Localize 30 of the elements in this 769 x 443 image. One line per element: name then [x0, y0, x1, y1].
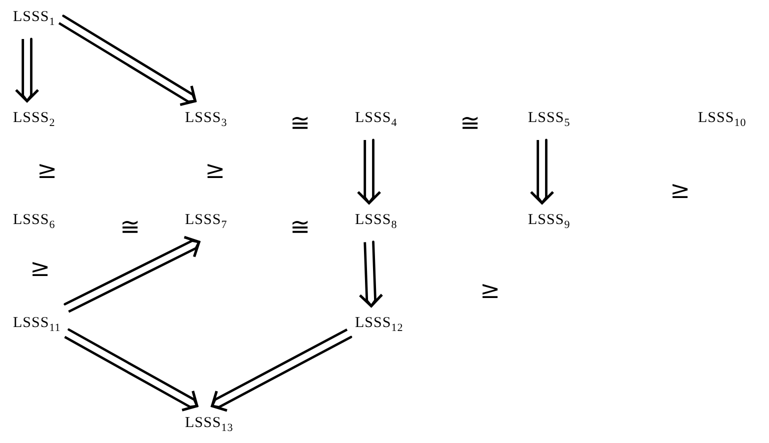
node-label: LSSS$_{13}$ — [185, 415, 234, 431]
double-arrow — [64, 236, 200, 313]
relation-symbol: ≅ — [460, 110, 480, 136]
node-label: LSSS$_{11}$ — [13, 315, 61, 331]
node-label: LSSS$_{10}$ — [698, 110, 746, 126]
node-label: LSSS$_{5}$ — [528, 110, 570, 126]
node-label: LSSS$_{9}$ — [528, 212, 570, 228]
relation-symbol: ≥ — [670, 177, 690, 203]
relation-symbol: ≅ — [290, 110, 310, 136]
relation-symbol: ≥ — [204, 157, 226, 183]
double-arrow — [530, 138, 554, 204]
relation-symbol: ≥ — [36, 157, 58, 183]
double-arrow — [64, 328, 198, 412]
relation-symbol: ≅ — [120, 214, 140, 240]
node-label: LSSS$_{12}$ — [355, 315, 404, 331]
node-label: LSSS$_{4}$ — [355, 110, 398, 126]
double-arrow — [14, 38, 40, 102]
double-arrow — [58, 14, 197, 106]
node-label: LSSS$_{2}$ — [13, 110, 56, 126]
relation-symbol: ≥ — [480, 277, 500, 303]
node-label: LSSS$_{1}$ — [13, 9, 56, 25]
node-label: LSSS$_{3}$ — [185, 110, 228, 126]
node-label: LSSS$_{7}$ — [185, 212, 228, 228]
double-arrow — [358, 240, 384, 308]
double-arrow — [210, 328, 352, 412]
node-label: LSSS$_{6}$ — [13, 212, 56, 228]
relation-symbol: ≅ — [290, 214, 310, 240]
double-arrow — [356, 138, 382, 204]
node-label: LSSS$_{8}$ — [355, 212, 398, 228]
relation-symbol: ≥ — [30, 255, 50, 281]
